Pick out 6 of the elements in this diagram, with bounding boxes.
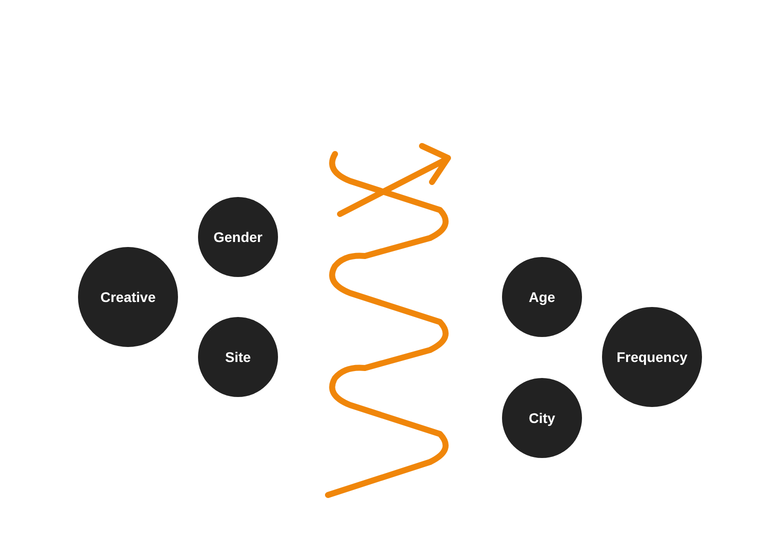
node-label: City xyxy=(528,410,556,426)
node-label: Creative xyxy=(100,289,156,305)
node-label: Site xyxy=(225,349,251,365)
node-label: Gender xyxy=(213,229,262,245)
node-label: Age xyxy=(528,289,556,305)
node-label: Frequency xyxy=(616,349,688,365)
